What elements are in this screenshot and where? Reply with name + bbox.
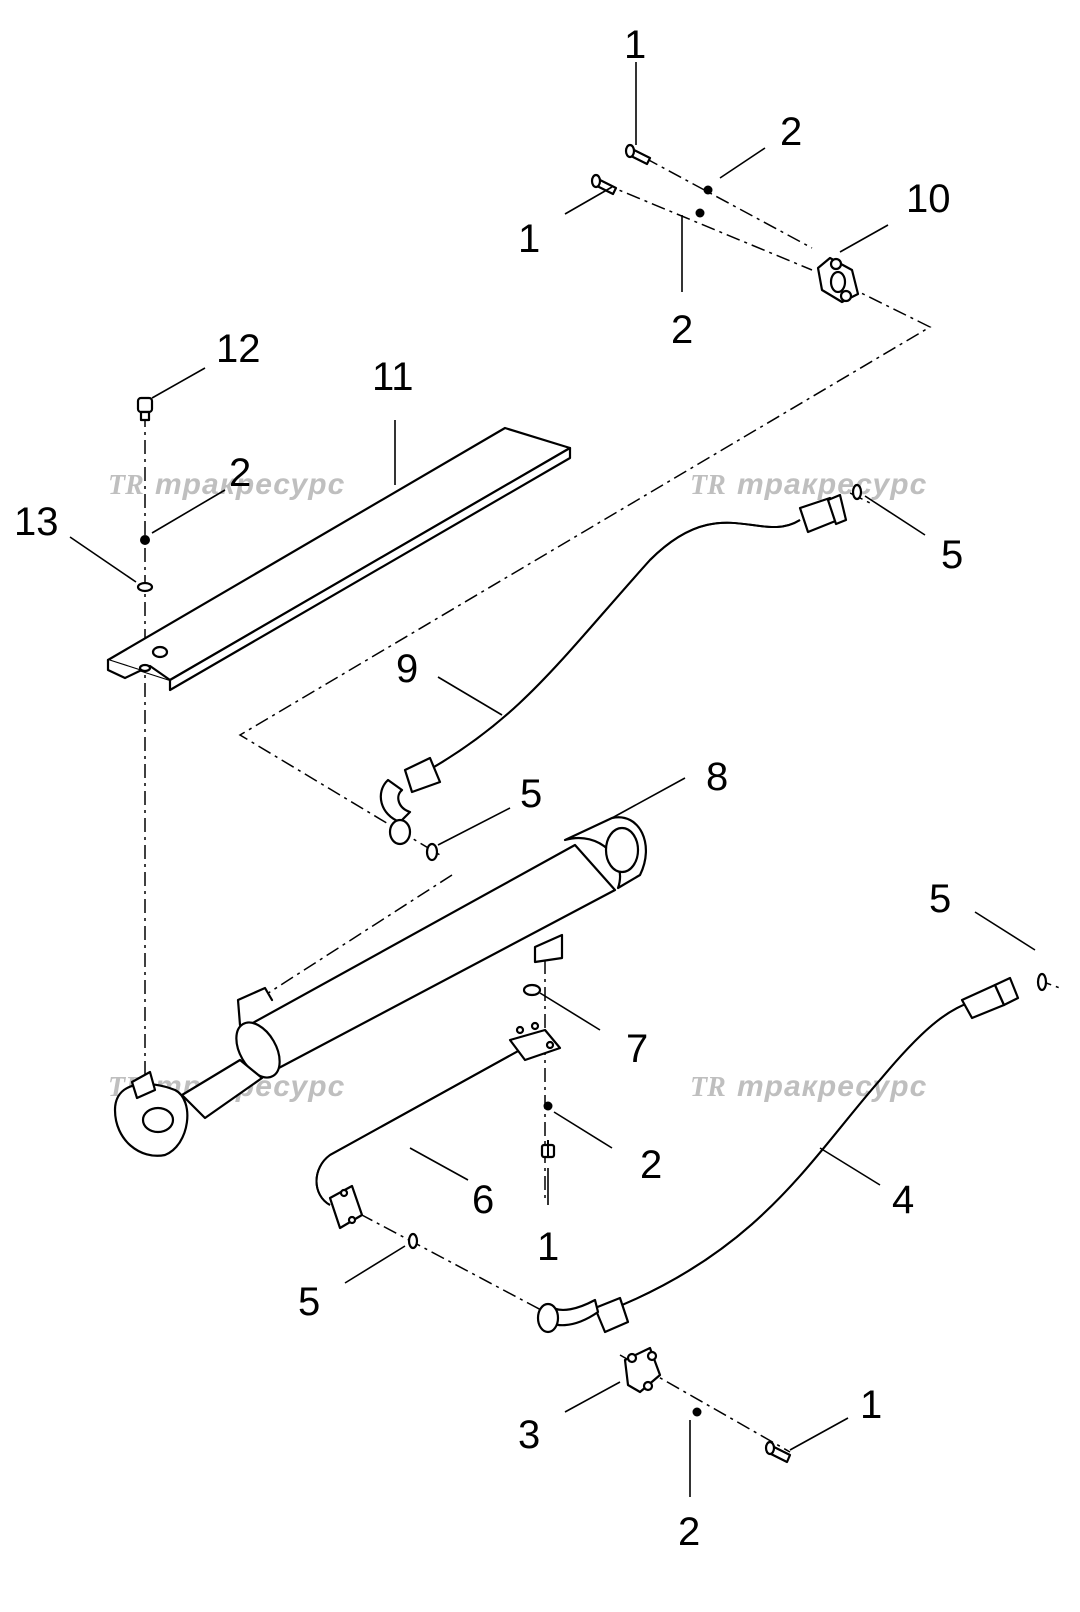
callout-2: 2 [640,1143,662,1187]
flange-clamp-3 [623,1346,662,1394]
hydraulic-cylinder-8 [113,816,647,1157]
guard-plate-11 [106,426,572,692]
ring-13 [136,581,154,593]
pipe-6 [315,1021,562,1230]
watermark-bottom-right: TR тракресурс [690,1070,927,1103]
hose-9 [379,483,863,862]
hose-4 [536,972,1048,1334]
callout-2: 2 [780,110,802,154]
callout-5: 5 [520,772,542,816]
callout-5: 5 [298,1280,320,1324]
callout-1: 1 [518,217,540,261]
watermark-top-right: TR тракресурс [690,468,927,501]
washer-2-bottom [692,1407,702,1417]
bolt-1-middle [540,1140,556,1159]
callout-9: 9 [396,647,418,691]
callout-2: 2 [229,451,251,495]
assembly-centerlines [144,157,1061,1453]
watermark-text: тракресурс [737,1070,927,1103]
callout-7: 7 [626,1027,648,1071]
callout-6: 6 [472,1178,494,1222]
callout-1: 1 [624,23,646,67]
bolt-top-1 [624,143,652,166]
leader-lines [69,62,1036,1497]
bolt-12 [136,396,154,422]
callout-2: 2 [671,308,693,352]
watermark-logo: TR [690,1072,726,1103]
bolt-1-bottom [764,1440,792,1464]
watermark-logo: TR [108,470,144,501]
callout-10: 10 [906,177,951,221]
callout-2: 2 [678,1510,700,1554]
washer-top-a [703,185,713,195]
o-ring-5-lower [407,1232,419,1250]
callout-5: 5 [929,877,951,921]
callout-12: 12 [216,327,261,371]
callout-4: 4 [892,1178,914,1222]
callout-1: 1 [537,1225,559,1269]
watermark-text: тракресурс [155,468,345,501]
washer-2-left [140,535,150,545]
o-ring-7 [522,983,542,997]
washer-top-b [695,208,705,218]
callout-13: 13 [14,500,59,544]
callout-labels: 1 2 10 1 2 12 11 2 13 5 9 8 5 5 7 2 6 4 … [14,23,963,1554]
flange-clamp-10 [816,256,860,304]
bolt-top-2 [590,173,618,196]
callout-5: 5 [941,533,963,577]
watermark-top-left: TR тракресурс [108,468,345,501]
callout-8: 8 [706,755,728,799]
watermark-logo: TR [690,470,726,501]
callout-11: 11 [372,355,414,399]
washer-2-middle [543,1101,553,1111]
callout-1: 1 [860,1383,882,1427]
callout-3: 3 [518,1413,540,1457]
watermark-text: тракресурс [737,468,927,501]
